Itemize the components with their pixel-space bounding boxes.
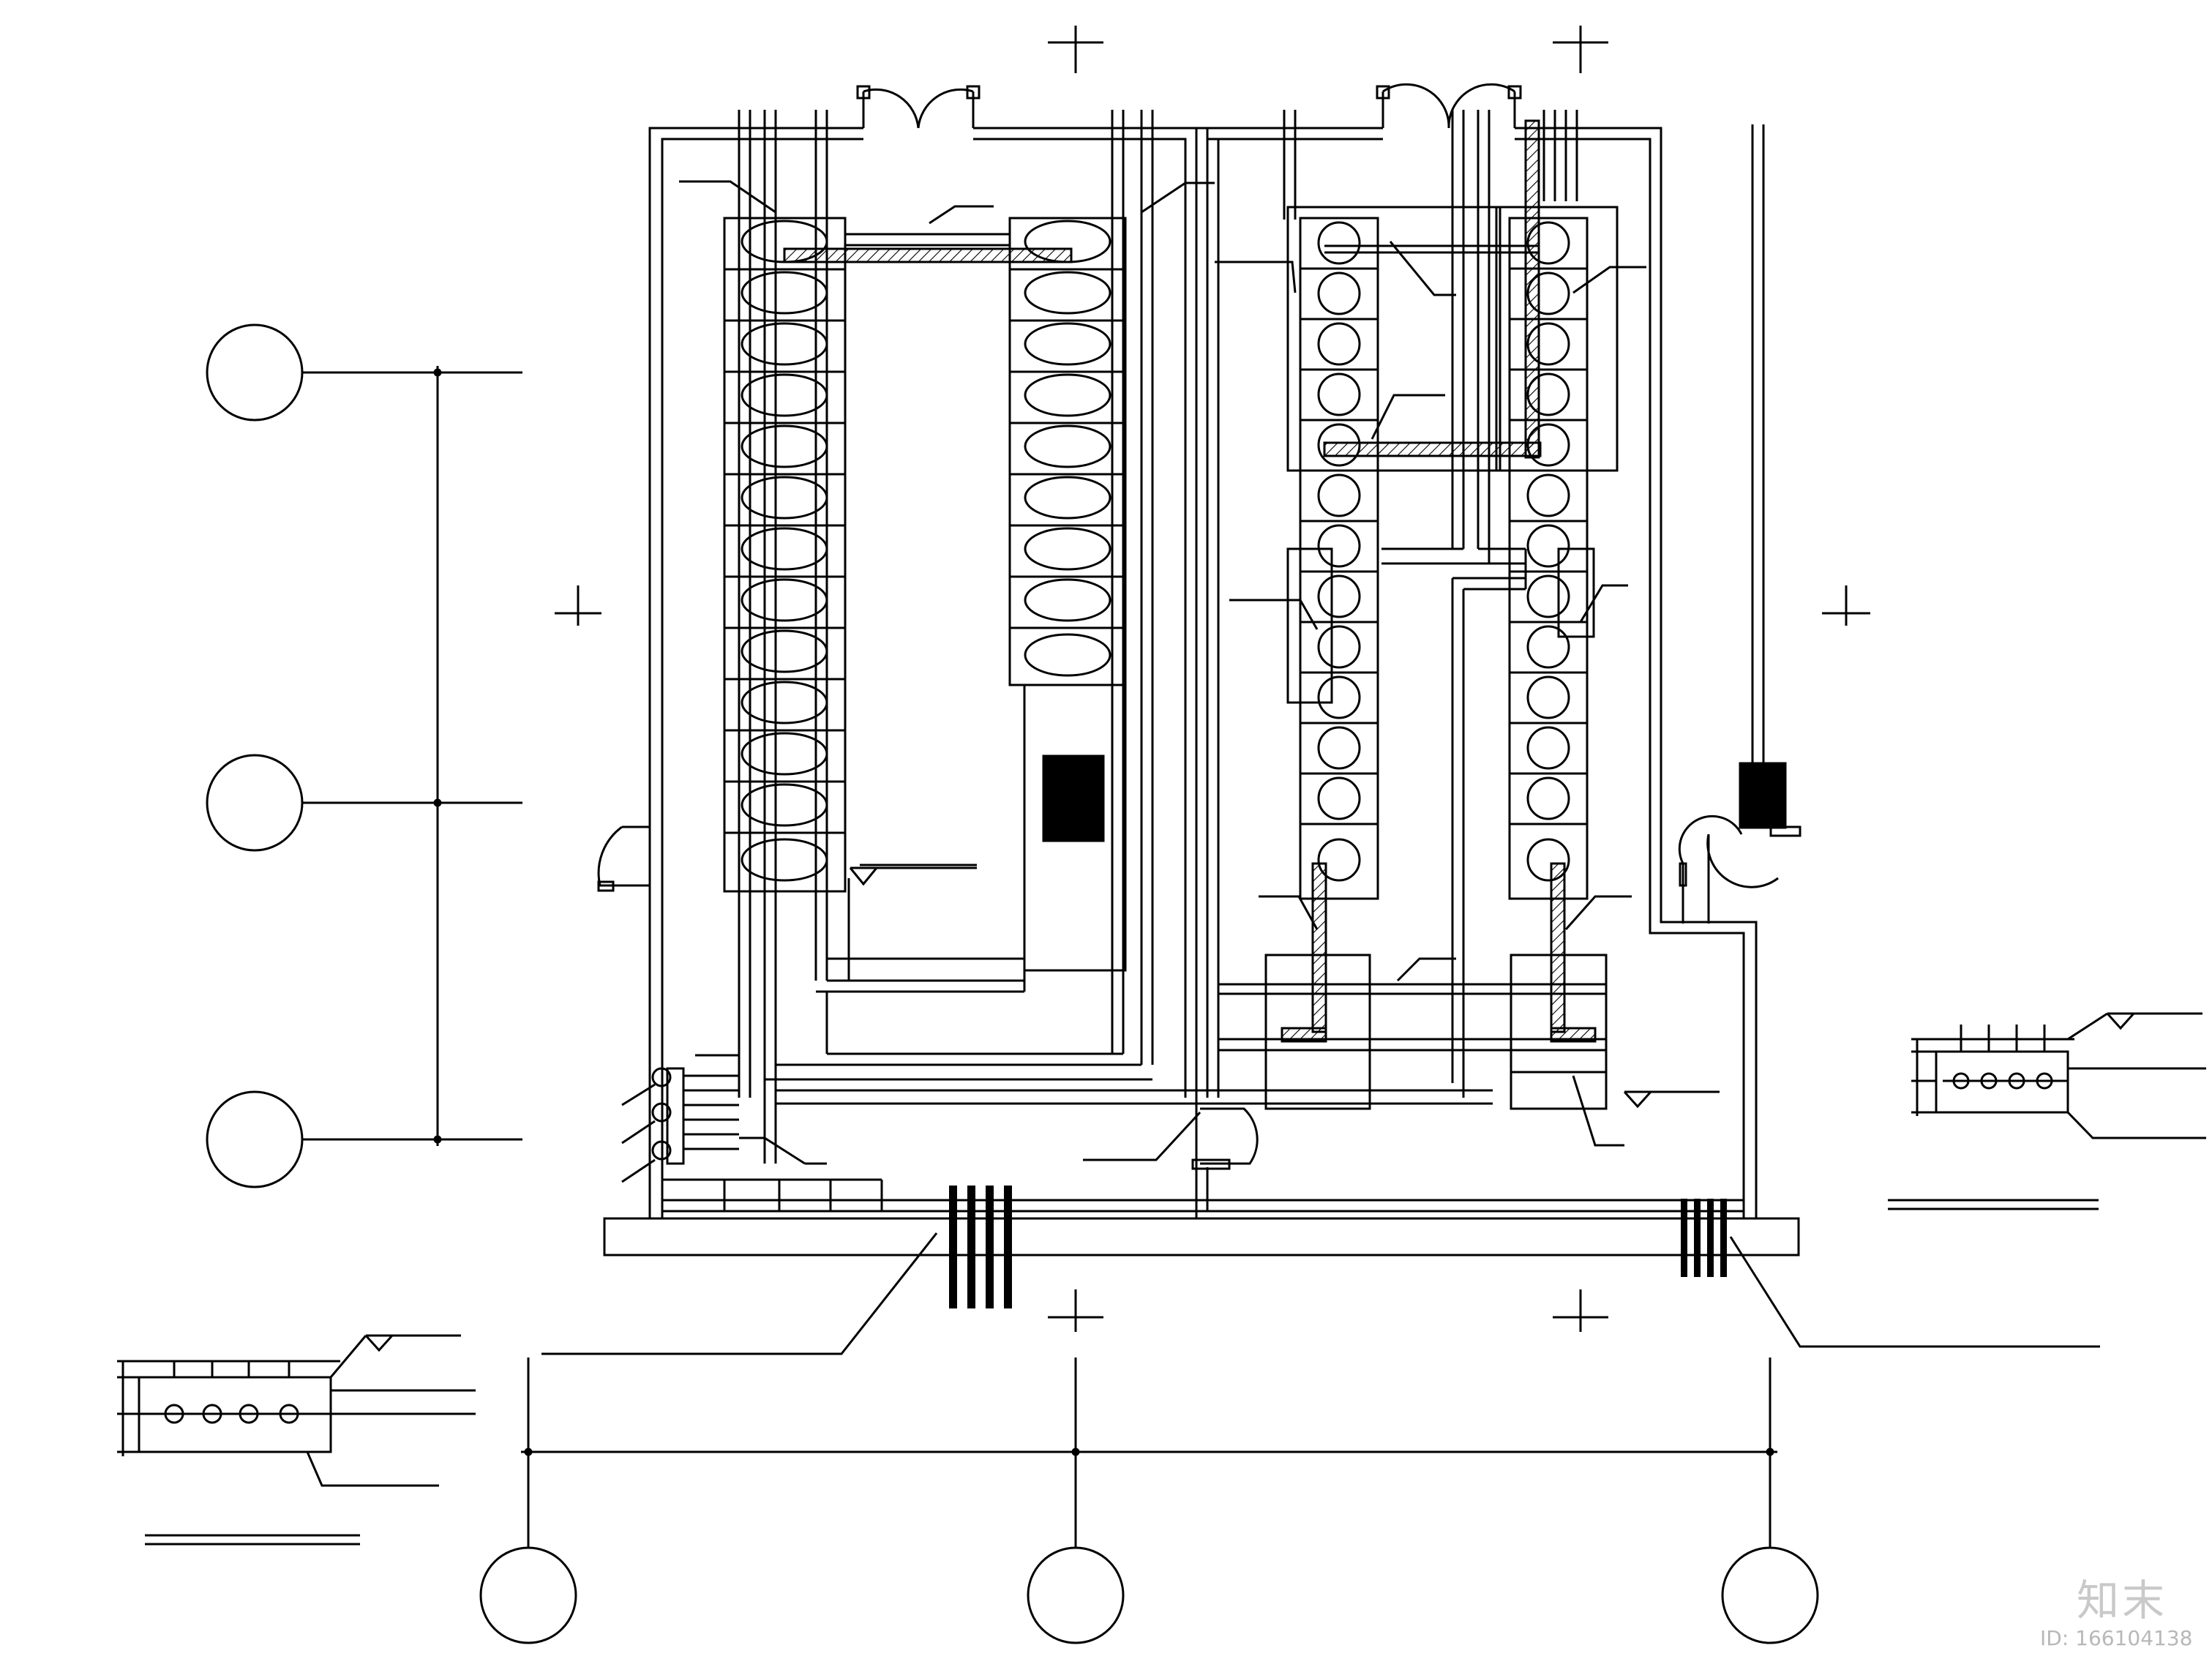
switchgear-right-column-b [1508,217,1589,900]
equipment-blocks [1042,754,1787,842]
bottom-axis-bubbles [479,1357,1819,1644]
doors [597,83,1802,1211]
wall-sleeves [621,1067,827,1183]
detail-callout-right [1911,1012,2206,1139]
building-walls [603,124,1800,1257]
reference-crosshairs [555,26,1870,1332]
detail-callout-left [117,1335,476,1487]
switchgear-right-column-a [1299,217,1379,900]
leader-lines [541,180,2100,1355]
watermark-logo: 知末 [2077,1576,2168,1625]
level-markers [145,866,2202,1546]
switchgear-left-column [723,217,847,893]
switchgear-left-second-column [1008,217,1127,686]
left-room-frames [783,233,1127,972]
cable-entries [949,1186,1727,1308]
right-room-frames [1264,119,1619,1110]
watermark-id: ID: 166104138 [2040,1626,2193,1650]
left-axis-bubbles [206,323,522,1188]
